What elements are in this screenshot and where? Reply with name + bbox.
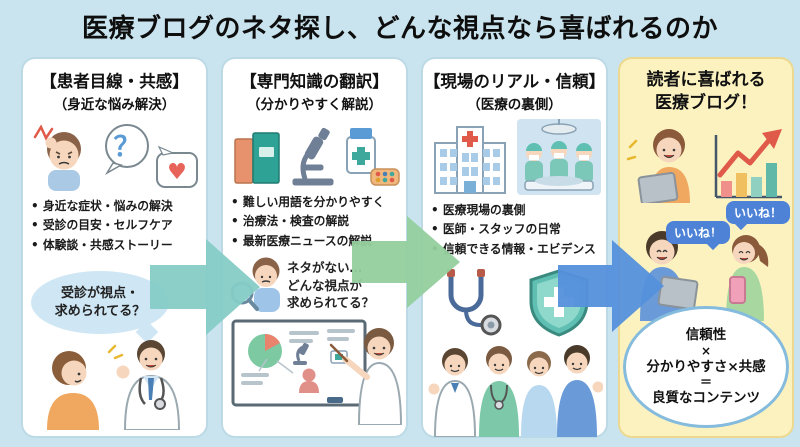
card3-bullet-list: 医療現場の裏側 医師・スタッフの日常 信頼できる情報・エビデンス [423,201,606,259]
arrow-right-icon [558,240,664,332]
medical-staff-group-icon [428,345,603,438]
hospital-icon [433,126,506,194]
card1-heading: 【患者目線・共感】 [40,72,189,91]
bullet-item: 信頼できる情報・エビデンス [431,240,606,259]
result-heading: 読者に喜ばれる 医療ブログ！ [646,70,766,113]
happy-readers-block: いいね！ いいね！ [622,200,790,321]
topic-seeker-text: ネタがない… どんな視点が 求められてる？ [287,260,375,311]
readers-with-devices-icon [640,230,769,321]
blogger-growth-chart-icon [626,128,782,203]
card1-bullet-list: 身近な症状・悩みの解決 受診の目安・セルフケア 体験談・共感ストーリー [23,197,206,255]
patient-question-bubble: 受診が視点・ 求められてる？ [31,271,169,335]
bullet-item: 身近な症状・悩みの解決 [31,197,206,216]
quality-formula: 信頼性 × 分かりやすさ×共感 ＝ 良質なコンテンツ [623,306,789,428]
card2-bullet-list: 難しい用語を分かりやすく 治療法・検査の解説 最新医療ニュースの解説 [223,193,406,251]
bullet-item: 難しい用語を分かりやすく [231,193,406,212]
svg-text:♥: ♥ [167,160,187,185]
card-knowledge-translation: 【専門知識の翻訳】 （分かりやすく解説） 難しい用語を分かりやすく 治療法・ [221,57,408,438]
worried-patient-icon: ？ ♥ [33,124,198,191]
bullet-item: 医療現場の裏側 [431,201,606,220]
card3-heading: 【現場のリアル・信頼】 [423,72,606,91]
card2-subheading: （分かりやすく解説） [247,97,382,113]
bullet-item: 体験談・共感ストーリー [31,236,206,255]
books-microscope-medicine-icon [234,127,400,186]
card3-subheading: （医療の裏側） [467,97,562,113]
svg-text:？: ？ [114,132,141,163]
stethoscope-icon [446,269,501,336]
surgery-room-icon [516,119,601,195]
bullet-item: 治療法・検査の解説 [231,212,406,231]
like-badge: いいね！ [725,200,790,224]
page-title: 医療ブログのネタ探し、どんな視点なら喜ばれるのか [81,14,718,44]
arrow-right-icon [150,239,260,335]
doctor-patient-talk-icon [47,340,181,430]
like-badge: いいね！ [666,220,731,244]
bullet-item: 医師・スタッフの日常 [431,220,606,239]
card1-subheading: （身近な悩み解決） [53,97,176,113]
card-patient-perspective: 【患者目線・共感】 （身近な悩み解決） ？ ♥ 身近な症状・悩みの解決 受診の目… [21,57,208,438]
card-result-blog: 読者に喜ばれる 医療ブログ！ いいね！ いいね！ [618,57,794,438]
card2-heading: 【専門知識の翻訳】 [240,72,389,91]
bullet-item: 最新医療ニュースの解説 [231,232,406,251]
card3-illustrations [423,119,606,195]
whiteboard-presenter-icon [231,319,402,426]
arrow-right-icon [352,216,460,308]
card-field-reality: 【現場のリアル・信頼】 （医療の裏側） [421,57,608,438]
bullet-item: 受診の目安・セルフケア [31,216,206,235]
